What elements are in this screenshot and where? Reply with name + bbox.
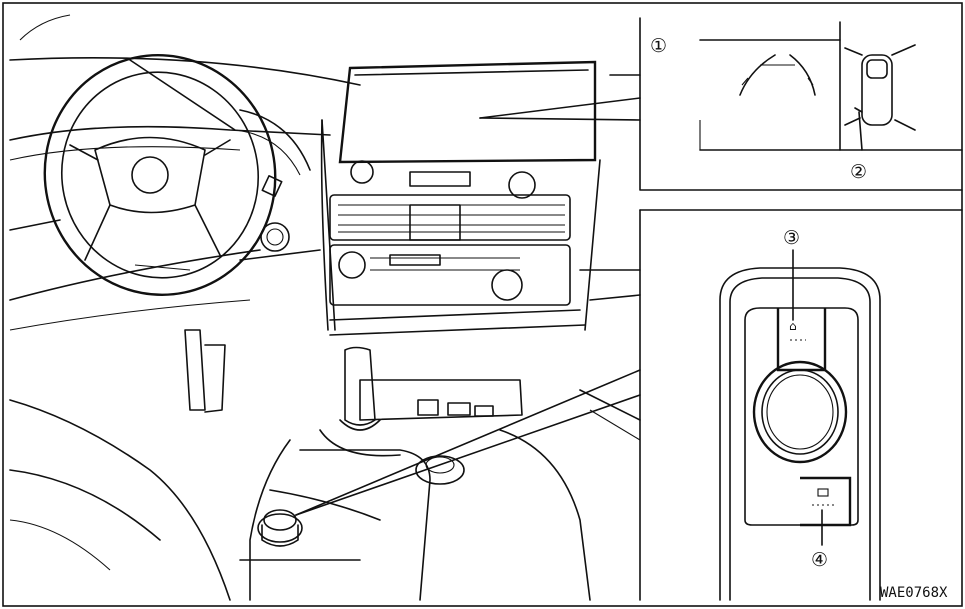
home-icon: ⌂: [789, 319, 797, 333]
camera-view-button: [800, 476, 852, 527]
gear-shifter: [319, 346, 401, 457]
callout-2: ②: [850, 161, 867, 183]
steering-wheel: [43, 54, 277, 296]
callout-3: ③: [783, 227, 800, 249]
dashboard-scene: [9, 14, 641, 601]
home-button: ⌂: [776, 308, 827, 372]
callout-1: ①: [650, 35, 667, 57]
controller-dial: [752, 360, 848, 464]
camera-view-icon: [817, 488, 829, 497]
center-display: [338, 60, 597, 164]
callout-4: ④: [811, 549, 828, 571]
figure-code: WAE0768X: [880, 585, 948, 601]
camera-display-inset: ① ②: [639, 17, 963, 191]
console-controller-knob: [257, 509, 303, 547]
controller-inset: ③ ⌂ ④: [639, 209, 963, 601]
